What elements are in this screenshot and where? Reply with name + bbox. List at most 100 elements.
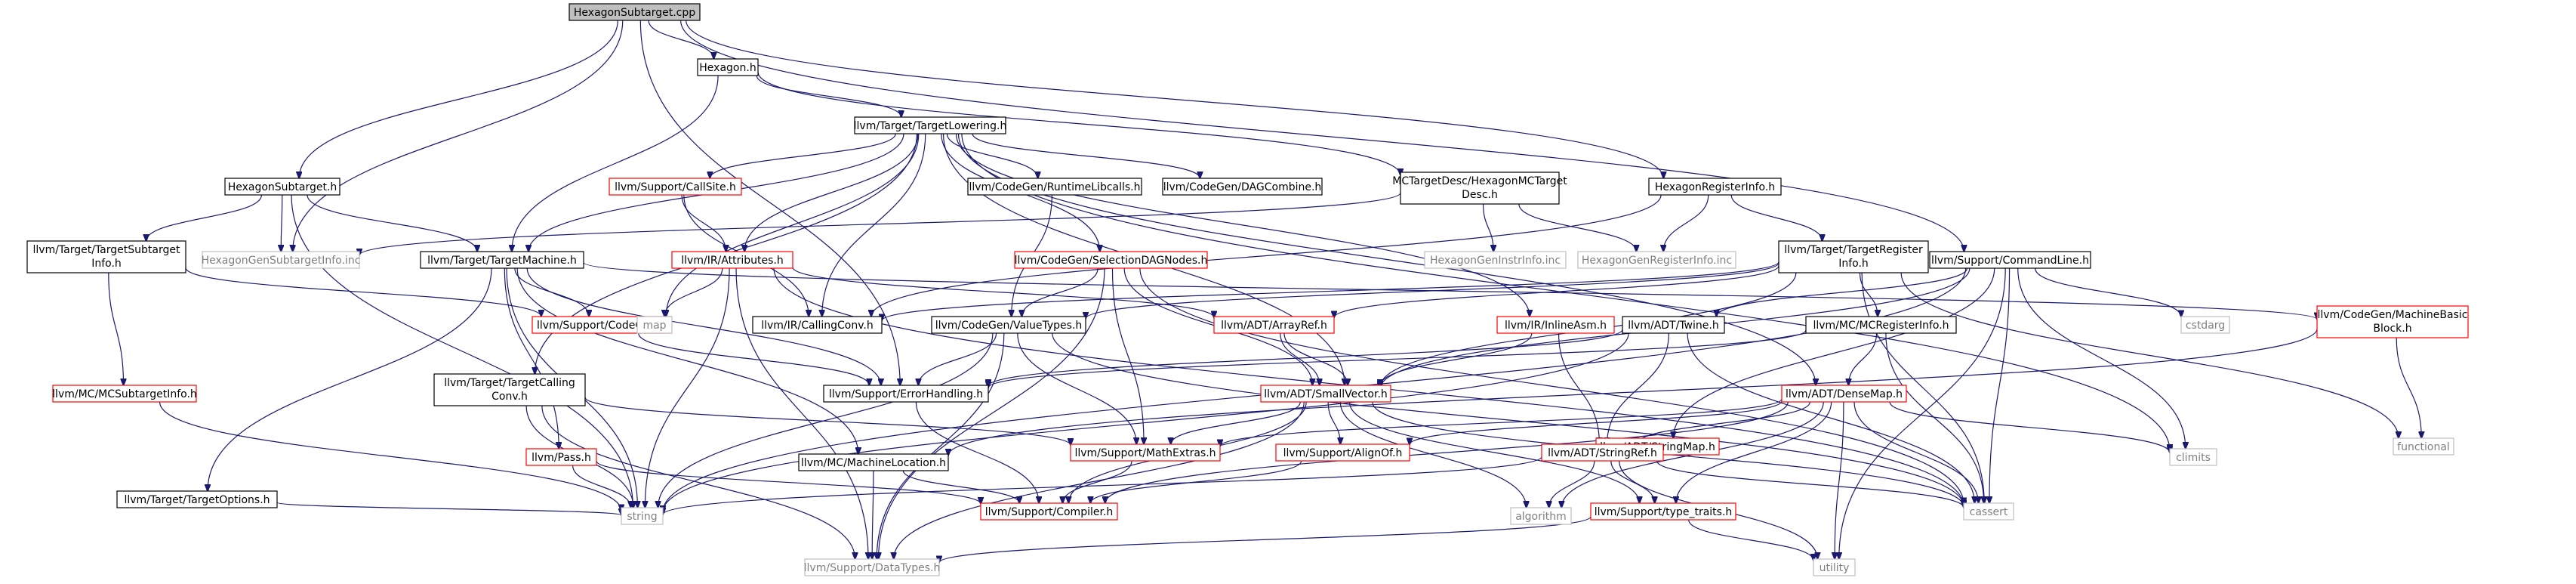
dependency-edge <box>877 332 1005 559</box>
edge-valuetypes-to-datatypes <box>877 332 1005 559</box>
node-label: Info.h <box>91 258 122 270</box>
node-hgsubinc: HexagonGenSubtargetInfo.inc <box>202 251 360 269</box>
edge-arrayref-to-vector <box>1283 332 1348 385</box>
node-box <box>2393 437 2454 456</box>
node-label: HexagonRegisterInfo.h <box>1655 181 1775 193</box>
node-compiler[interactable]: llvm/Support/Compiler.h <box>980 502 1118 521</box>
node-callconv[interactable]: llvm/IR/CallingConv.h <box>752 316 883 334</box>
node-mcsub[interactable]: llvm/MC/MCSubtargetInfo.h <box>52 385 197 403</box>
node-label: llvm/Target/TargetCalling <box>444 377 575 389</box>
node-label: Hexagon.h <box>699 62 756 74</box>
node-box <box>609 178 742 196</box>
node-seldag[interactable]: llvm/CodeGen/SelectionDAGNodes.h <box>1014 251 1208 269</box>
edge-strref-to-cassert <box>1656 460 1964 508</box>
node-callsite[interactable]: llvm/Support/CallSite.h <box>609 178 742 196</box>
node-cmdline[interactable]: llvm/Support/CommandLine.h <box>1929 251 2091 269</box>
node-label: llvm/CodeGen/ValueTypes.h <box>935 320 1083 332</box>
node-hreg[interactable]: HexagonRegisterInfo.h <box>1648 178 1782 196</box>
node-mcreg[interactable]: llvm/MC/MCRegisterInfo.h <box>1805 316 1957 334</box>
node-dagcomb[interactable]: llvm/CodeGen/DAGCombine.h <box>1162 178 1323 196</box>
edge-mcreg-to-cassert <box>1885 332 1984 503</box>
node-twine[interactable]: llvm/ADT/Twine.h <box>1622 316 1725 334</box>
node-box <box>980 502 1118 521</box>
edge-pass-to-string <box>572 465 631 508</box>
node-typetraits[interactable]: llvm/Support/type_traits.h <box>1590 502 1736 521</box>
edge-twine-to-string <box>663 332 1629 512</box>
node-hexh[interactable]: Hexagon.h <box>697 58 759 76</box>
edge-hexh-to-tmach <box>512 75 719 252</box>
edge-mcloc-to-compiler <box>902 470 1019 503</box>
node-box <box>26 240 186 273</box>
node-box <box>1162 178 1323 196</box>
node-box <box>1622 316 1725 334</box>
dependency-edge <box>639 20 900 385</box>
node-densemap[interactable]: llvm/ADT/DenseMap.h <box>1781 385 1907 403</box>
node-box <box>1813 558 1856 576</box>
node-smallvec[interactable]: llvm/ADT/SmallVector.h <box>1260 385 1391 403</box>
edge-smallvec-to-datatypes <box>894 401 1305 559</box>
dependency-edge <box>882 261 1779 320</box>
node-attrs[interactable]: llvm/IR/Attributes.h <box>671 251 793 269</box>
edge-mcreg-to-errh <box>988 329 1807 388</box>
node-tlower[interactable]: llvm/Target/TargetLowering.h <box>854 116 1007 134</box>
edge-mbb-to-functional <box>2396 337 2421 438</box>
node-tmach[interactable]: llvm/Target/TargetMachine.h <box>420 251 584 269</box>
node-rtlib[interactable]: llvm/CodeGen/RuntimeLibcalls.h <box>967 178 1142 196</box>
node-label: llvm/ADT/StringRef.h <box>1548 447 1657 459</box>
node-mcloc[interactable]: llvm/MC/MachineLocation.h <box>798 453 949 471</box>
dependency-edge <box>572 465 631 508</box>
dependency-edge <box>710 133 896 178</box>
node-codegen[interactable]: llvm/Support/CodeGen.h <box>532 316 672 334</box>
dependency-edge <box>1663 194 1709 252</box>
dependency-edge <box>1380 332 1533 386</box>
node-label: Block.h <box>2373 323 2411 335</box>
node-box <box>1424 251 1567 269</box>
edge-tlower-to-rtlib <box>946 133 1037 178</box>
dependency-edge <box>664 267 723 317</box>
node-errh[interactable]: llvm/Support/ErrorHandling.h <box>823 385 989 403</box>
node-valuetypes[interactable]: llvm/CodeGen/ValueTypes.h <box>931 316 1086 334</box>
edge-mctd-to-hginstinc <box>1482 203 1494 252</box>
edge-densemap-to-typetraits <box>1676 401 1832 503</box>
dependency-edge <box>1111 267 1144 444</box>
edge-topts-to-string <box>276 502 621 515</box>
node-label: functional <box>2397 441 2450 453</box>
dependency-edge <box>663 456 1542 514</box>
node-label: algorithm <box>1515 511 1567 523</box>
node-box <box>636 316 673 334</box>
node-hexsub[interactable]: HexagonSubtarget.h <box>224 178 340 196</box>
node-label: llvm/Support/type_traits.h <box>1595 506 1733 518</box>
node-box <box>1577 251 1736 269</box>
dependency-edge <box>1900 272 2399 438</box>
node-climits: climits <box>2169 448 2217 466</box>
dependency-edge <box>108 272 124 385</box>
node-pass[interactable]: llvm/Pass.h <box>525 448 597 466</box>
node-root[interactable]: HexagonSubtarget.cpp <box>569 3 701 21</box>
dependency-edge <box>939 516 1592 563</box>
node-label: llvm/Target/TargetRegister <box>1784 244 1923 256</box>
dependency-edge <box>159 401 621 511</box>
node-topts[interactable]: llvm/Target/TargetOptions.h <box>116 490 278 508</box>
dependency-edge <box>918 332 997 385</box>
node-label: cstdarg <box>2186 320 2225 332</box>
node-box <box>621 507 664 525</box>
dependency-edge <box>822 133 926 317</box>
node-mathext[interactable]: llvm/Support/MathExtras.h <box>1070 443 1221 462</box>
dependency-edge <box>1853 401 1978 503</box>
node-label: llvm/Support/AlignOf.h <box>1283 447 1403 459</box>
edge-attrs-to-datatypes <box>735 267 868 559</box>
node-alignof[interactable]: llvm/Support/AlignOf.h <box>1275 443 1410 462</box>
node-strref[interactable]: llvm/ADT/StringRef.h <box>1541 443 1664 462</box>
node-map: map <box>636 316 673 334</box>
edge-cmdline-to-utility <box>1839 267 2006 559</box>
node-inlineasm[interactable]: llvm/IR/InlineAsm.h <box>1496 316 1615 334</box>
node-arrayref[interactable]: llvm/ADT/ArrayRef.h <box>1213 316 1335 334</box>
node-cassert: cassert <box>1963 502 2014 521</box>
dependency-edge <box>1139 267 1964 505</box>
node-box <box>2316 305 2469 338</box>
